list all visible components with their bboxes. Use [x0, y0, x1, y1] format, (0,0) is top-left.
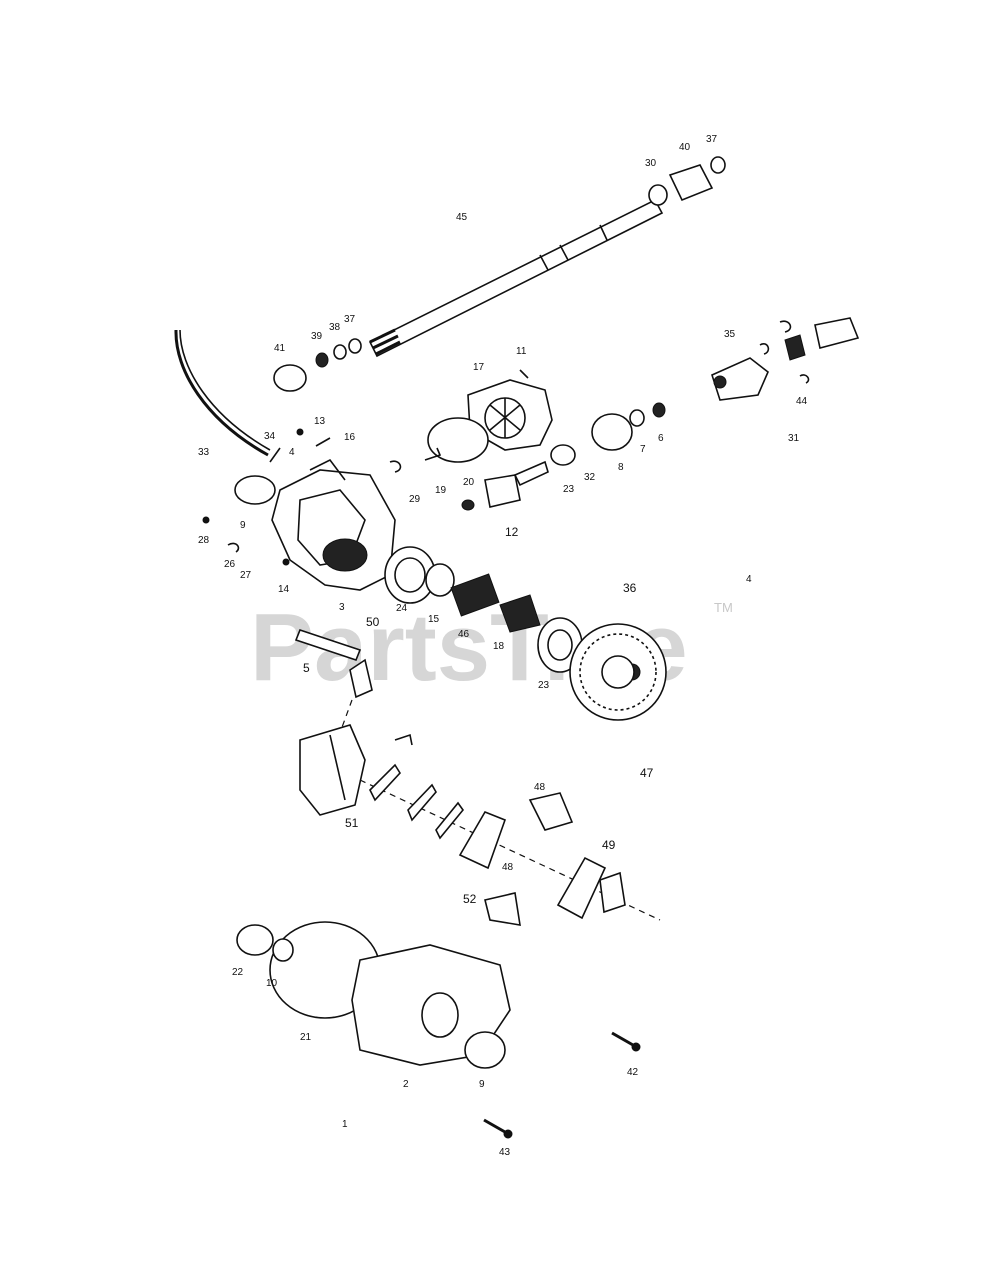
label-26: 26 — [224, 559, 236, 570]
bottom-housing — [236, 921, 511, 1069]
label-12: 12 — [505, 525, 519, 539]
label-19: 19 — [435, 485, 447, 496]
label-47: 47 — [640, 766, 654, 780]
label-23: 23 — [563, 484, 575, 495]
right-bearings — [591, 402, 666, 451]
upper-small-hardware — [202, 428, 331, 566]
label-45: 45 — [456, 212, 468, 223]
label-37: 37 — [706, 134, 718, 145]
label-21: 21 — [300, 1032, 312, 1043]
drive-shaft — [368, 198, 664, 358]
label-4: 4 — [289, 447, 295, 458]
hose — [174, 329, 269, 457]
label-32: 32 — [584, 472, 596, 483]
label-23: 23 — [538, 680, 550, 691]
label-28: 28 — [198, 535, 210, 546]
label-27: 27 — [240, 570, 252, 581]
label-36: 36 — [623, 581, 637, 595]
label-37: 37 — [344, 314, 356, 325]
lower-gear-housing — [299, 724, 661, 921]
label-44: 44 — [796, 396, 808, 407]
pinion-gear — [461, 444, 576, 511]
label-51: 51 — [345, 816, 359, 830]
label-15: 15 — [428, 614, 440, 625]
label-20: 20 — [463, 477, 475, 488]
pin-and-fitting — [294, 629, 373, 761]
label-52: 52 — [463, 892, 477, 906]
shaft-end-parts — [273, 156, 726, 392]
label-38: 38 — [329, 322, 341, 333]
label-31: 31 — [788, 433, 800, 444]
label-11: 11 — [516, 346, 527, 357]
top-cover — [389, 369, 553, 473]
bearing-stack — [384, 546, 583, 673]
label-39: 39 — [311, 331, 323, 342]
label-30: 30 — [645, 158, 657, 169]
part-number-labels: 37 40 30 45 37 38 39 41 35 11 17 44 13 3… — [198, 134, 808, 1158]
label-34: 34 — [264, 431, 276, 442]
label-42: 42 — [627, 1067, 639, 1078]
label-17: 17 — [473, 362, 485, 373]
differential-gears — [458, 792, 626, 926]
label-7: 7 — [640, 444, 646, 455]
u-joint-yoke — [711, 317, 860, 401]
label-35: 35 — [724, 329, 736, 340]
label-2: 2 — [403, 1079, 409, 1090]
label-1: 1 — [342, 1119, 348, 1130]
watermark-tm: TM — [714, 600, 733, 615]
label-48: 48 — [534, 782, 546, 793]
label-48: 48 — [502, 862, 514, 873]
bottom-bolts — [483, 1031, 641, 1139]
label-18: 18 — [493, 641, 505, 652]
label-33: 33 — [198, 447, 210, 458]
label-6: 6 — [658, 433, 664, 444]
ring-gear — [569, 623, 667, 721]
label-43: 43 — [499, 1147, 511, 1158]
label-8: 8 — [618, 462, 624, 473]
label-49: 49 — [602, 838, 616, 852]
label-14: 14 — [278, 584, 290, 595]
label-10: 10 — [266, 978, 278, 989]
label-50: 50 — [366, 615, 380, 629]
label-5: 5 — [303, 661, 310, 675]
label-29: 29 — [409, 494, 421, 505]
upper-housing — [234, 458, 396, 591]
label-46: 46 — [458, 629, 470, 640]
label-40: 40 — [679, 142, 691, 153]
label-24: 24 — [396, 603, 408, 614]
label-3: 3 — [339, 602, 345, 613]
label-13: 13 — [314, 416, 326, 427]
label-22: 22 — [232, 967, 244, 978]
label-9: 9 — [240, 520, 246, 531]
label-41: 41 — [274, 343, 286, 354]
label-9: 9 — [479, 1079, 485, 1090]
label-4: 4 — [746, 574, 752, 585]
label-16: 16 — [344, 432, 356, 443]
